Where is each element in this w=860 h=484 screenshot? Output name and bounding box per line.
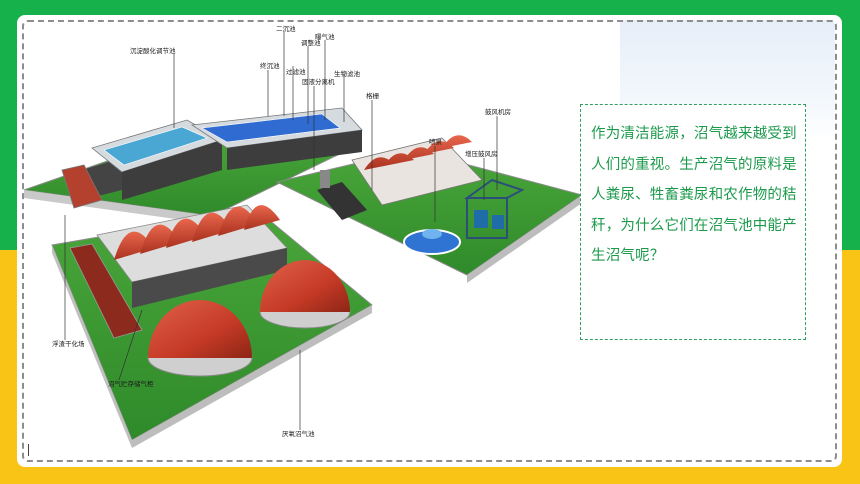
label-final-settling: 终沉池	[260, 61, 280, 70]
right-platform	[275, 135, 582, 283]
biogas-plant-illustration: 沉淀酸化调节池 二沉池 曝气池 调整池 终沉池 过滤池 固液分离机 生物滤池 格…	[23, 24, 582, 448]
label-gas-storage: 沼气贮存储气柜	[108, 379, 154, 388]
label-fan-room: 鼓风机房	[485, 107, 511, 116]
label-grid: 格栅	[366, 91, 380, 100]
label-digester: 厌氧沼气池	[282, 429, 315, 438]
label-separator: 固液分离机	[302, 77, 335, 86]
label-adjust-tank: 调整池	[301, 38, 321, 47]
label-secondary-clarifier: 二沉池	[276, 24, 296, 33]
leader-lines	[64, 32, 498, 430]
label-fountain: 喷泉	[429, 137, 443, 146]
label-sludge-tank: 沉淀酸化调节池	[130, 46, 176, 55]
label-manure-house: 增压鼓风房	[465, 149, 498, 158]
label-filter-tank: 过滤池	[286, 67, 306, 76]
question-text: 作为清洁能源，沼气越来越受到人们的重视。生产沼气的原料是人粪尿、牲畜粪尿和农作物…	[591, 126, 797, 264]
question-box: 作为清洁能源，沼气越来越受到人们的重视。生产沼气的原料是人粪尿、牲畜粪尿和农作物…	[580, 104, 806, 340]
upper-left-platform	[23, 107, 363, 224]
label-bio-filter: 生物滤池	[334, 69, 361, 78]
label-drying-bed: 浮渣干化场	[52, 339, 85, 348]
text-cursor	[28, 444, 29, 456]
lower-left-platform	[51, 204, 373, 448]
label-aeration-tank: 曝气池	[315, 32, 335, 41]
slide-dashed-border	[22, 20, 837, 462]
